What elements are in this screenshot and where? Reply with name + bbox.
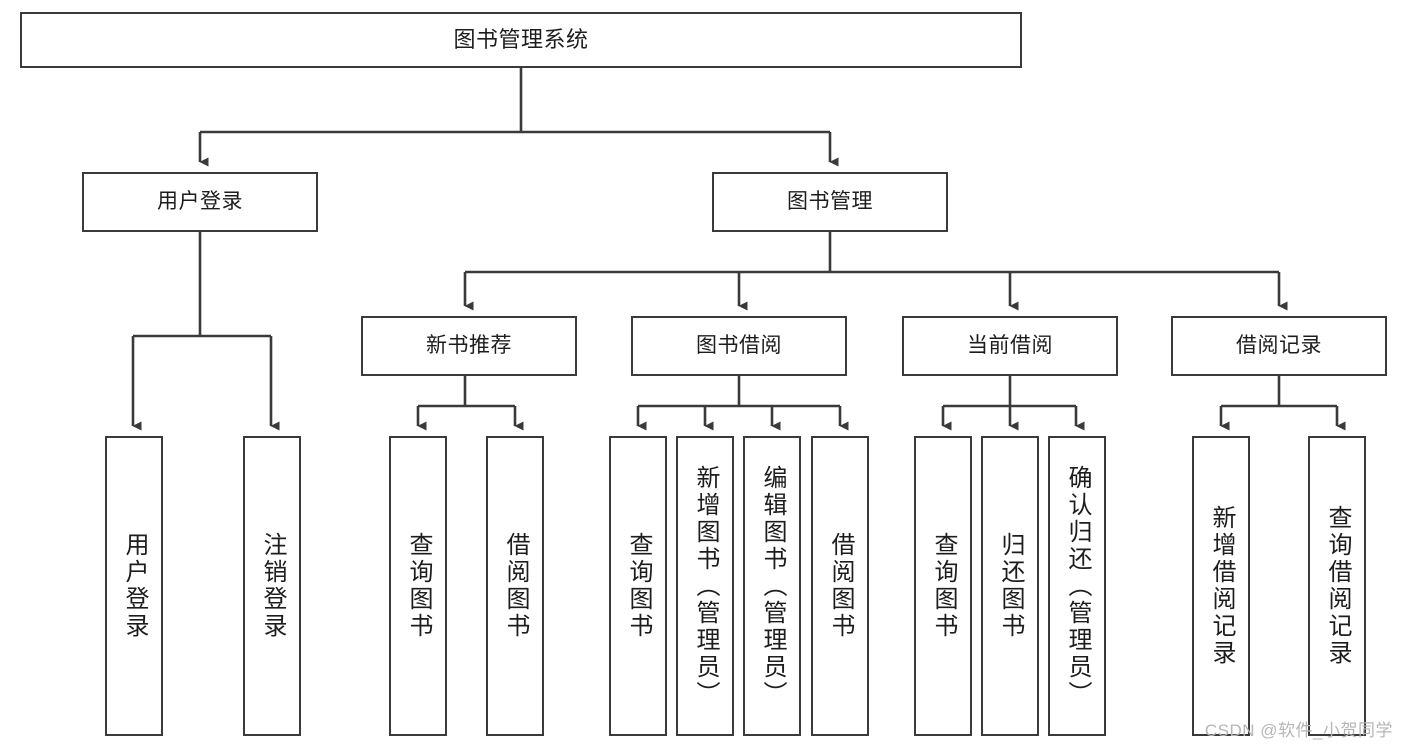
node-leaf-edit-book[interactable]: 编辑图书（管理员）	[743, 436, 801, 736]
node-label: 图书借阅	[696, 333, 782, 357]
node-label: 新增借阅记录	[1208, 505, 1235, 667]
node-label: 借阅记录	[1236, 333, 1322, 357]
node-book-management-system[interactable]: 图书管理系统	[20, 12, 1022, 68]
node-leaf-query-borrow-record[interactable]: 查询借阅记录	[1308, 436, 1366, 736]
node-leaf-borrow-book-recommend[interactable]: 借阅图书	[486, 436, 544, 736]
node-leaf-query-book-borrow[interactable]: 查询图书	[609, 436, 667, 736]
node-label: 借阅图书	[827, 532, 854, 640]
node-label: 查询图书	[625, 532, 652, 640]
node-current-borrow[interactable]: 当前借阅	[902, 316, 1118, 376]
node-borrow-record[interactable]: 借阅记录	[1171, 316, 1387, 376]
node-new-book-recommend[interactable]: 新书推荐	[361, 316, 577, 376]
node-label: 查询图书	[405, 532, 432, 640]
node-leaf-return-book[interactable]: 归还图书	[981, 436, 1039, 736]
node-leaf-query-book-recommend[interactable]: 查询图书	[389, 436, 447, 736]
node-label: 当前借阅	[967, 333, 1053, 357]
node-user-login[interactable]: 用户登录	[82, 172, 318, 232]
csdn-watermark: CSDN @软件_小贺同学	[1204, 721, 1393, 740]
node-leaf-user-login[interactable]: 用户登录	[105, 436, 163, 736]
node-label: 查询借阅记录	[1324, 505, 1351, 667]
node-leaf-borrow-book[interactable]: 借阅图书	[811, 436, 869, 736]
node-label: 查询图书	[930, 532, 957, 640]
node-label: 确认归还（管理员）	[1064, 464, 1091, 708]
node-leaf-confirm-return[interactable]: 确认归还（管理员）	[1048, 436, 1106, 736]
node-label: 借阅图书	[502, 532, 529, 640]
node-label: 注销登录	[259, 532, 286, 640]
node-book-borrow[interactable]: 图书借阅	[631, 316, 847, 376]
node-label: 用户登录	[157, 189, 243, 213]
node-label: 图书管理系统	[453, 27, 589, 53]
node-label: 图书管理	[787, 189, 873, 213]
node-label: 编辑图书（管理员）	[759, 464, 786, 708]
node-label: 新书推荐	[426, 333, 512, 357]
node-leaf-query-book-current[interactable]: 查询图书	[914, 436, 972, 736]
node-leaf-logout-login[interactable]: 注销登录	[243, 436, 301, 736]
node-book-manage[interactable]: 图书管理	[712, 172, 948, 232]
node-label: 用户登录	[121, 532, 148, 640]
node-label: 新增图书（管理员）	[692, 464, 719, 708]
node-label: 归还图书	[997, 532, 1024, 640]
node-leaf-add-book[interactable]: 新增图书（管理员）	[676, 436, 734, 736]
node-leaf-add-borrow-record[interactable]: 新增借阅记录	[1192, 436, 1250, 736]
